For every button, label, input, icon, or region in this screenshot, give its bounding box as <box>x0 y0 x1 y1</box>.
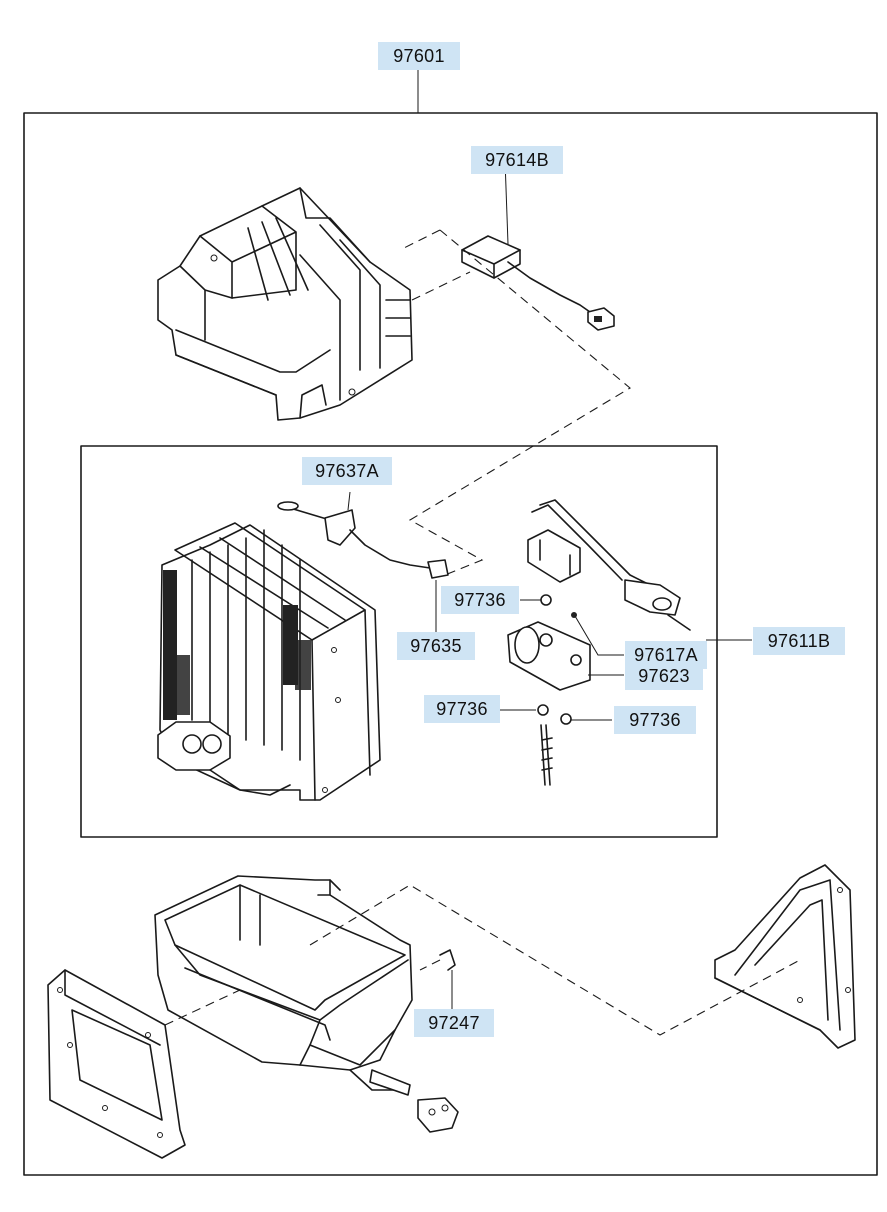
label-assembly[interactable]: 97601 <box>378 42 460 70</box>
outer-frame <box>23 112 878 1176</box>
right-bracket-drawing <box>714 864 856 1049</box>
evaporator-drawing <box>157 522 381 801</box>
leader-lines <box>347 159 752 1012</box>
dashed-line-lower <box>164 884 801 1036</box>
label-oring-c[interactable]: 97736 <box>614 706 696 734</box>
label-expansion-valve[interactable]: 97623 <box>625 662 703 690</box>
label-clip[interactable]: 97247 <box>414 1009 494 1037</box>
label-oring-b[interactable]: 97736 <box>424 695 500 723</box>
actuator-drawing <box>461 235 615 331</box>
label-connector[interactable]: 97635 <box>397 632 475 660</box>
label-oring-a[interactable]: 97736 <box>441 586 519 614</box>
lower-case-drawing <box>154 875 459 1133</box>
label-actuator[interactable]: 97614B <box>471 146 563 174</box>
expansion-valve-drawing <box>507 499 691 786</box>
left-flange-drawing <box>47 969 186 1159</box>
label-expansion-valve-group[interactable]: 97611B <box>753 627 845 655</box>
dashed-line-upper <box>399 229 631 576</box>
sensor-drawing <box>277 501 449 579</box>
upper-case-drawing <box>157 187 413 421</box>
inner-frame <box>80 445 718 838</box>
label-sensor[interactable]: 97637A <box>302 457 392 485</box>
